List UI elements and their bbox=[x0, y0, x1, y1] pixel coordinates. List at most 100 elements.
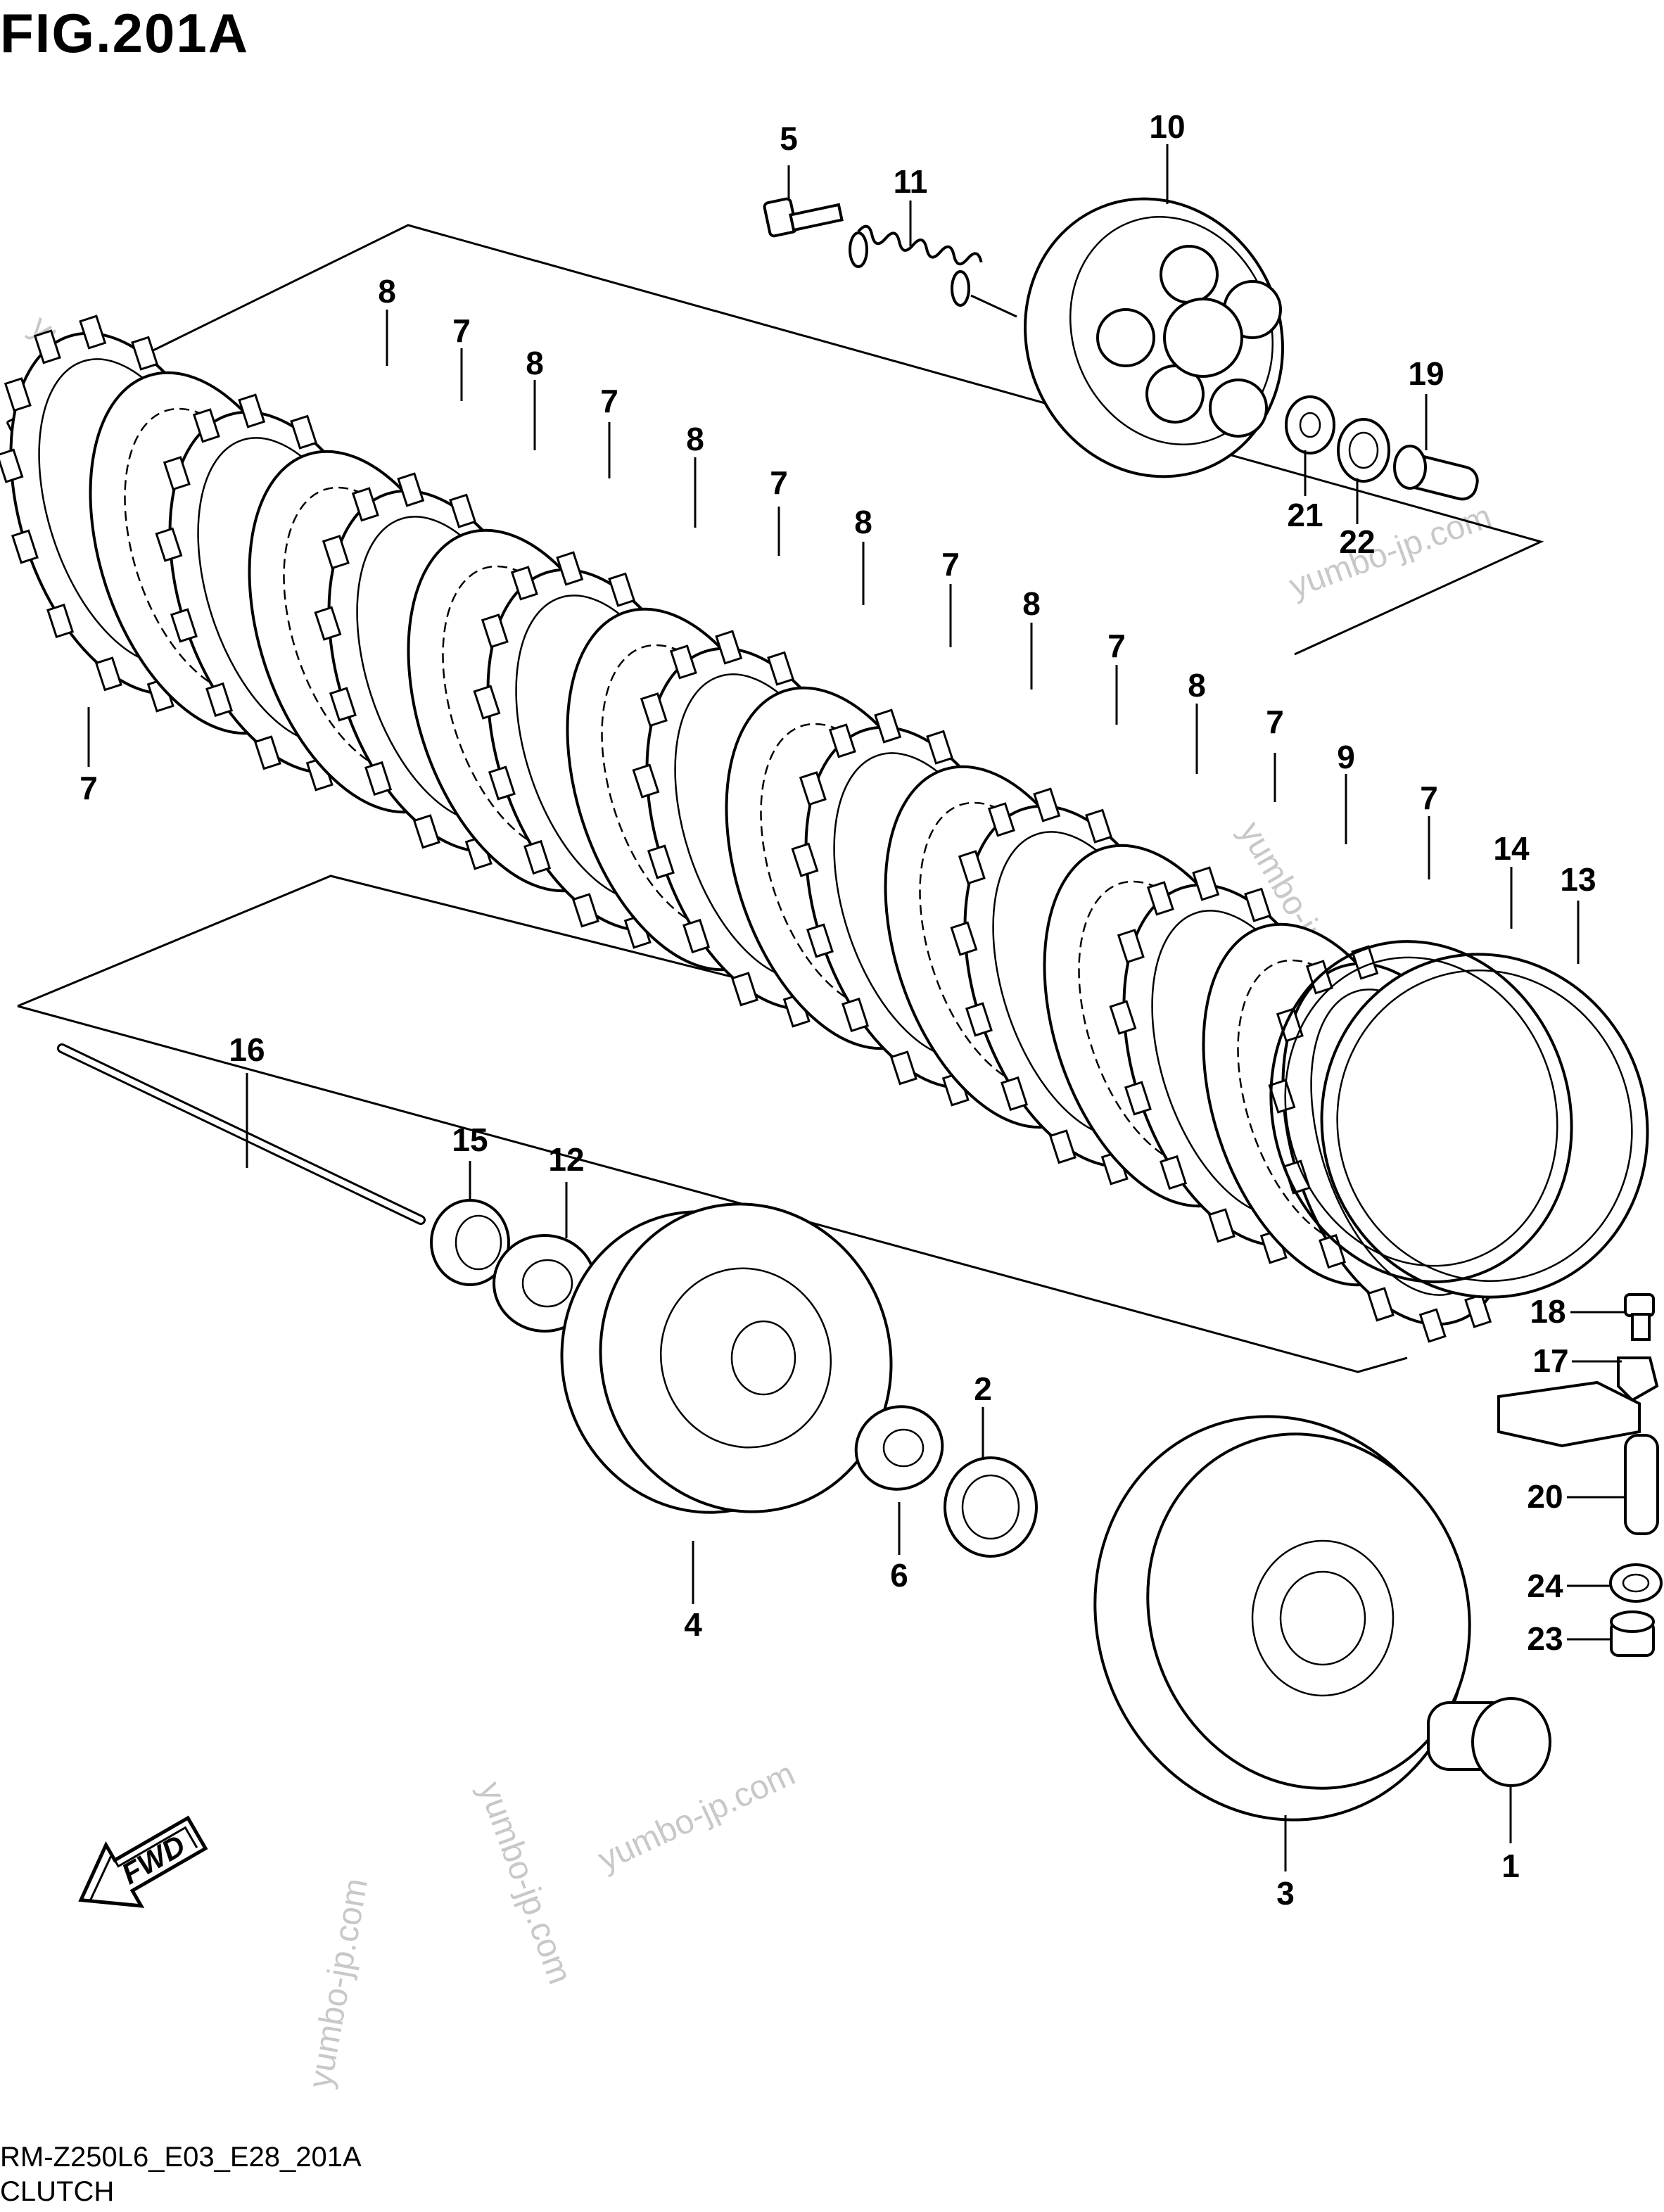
part-14-wave-spring bbox=[1269, 940, 1573, 1283]
callout-14: 14 bbox=[1493, 830, 1530, 867]
callout-1: 1 bbox=[1501, 1848, 1520, 1884]
callout-7: 7 bbox=[770, 464, 788, 501]
callout-24: 24 bbox=[1527, 1568, 1563, 1604]
callout-17: 17 bbox=[1532, 1342, 1568, 1379]
callout-5: 5 bbox=[780, 120, 798, 157]
part-19-pushrod-piece bbox=[1393, 445, 1479, 501]
plate-tab bbox=[958, 850, 986, 885]
part-2-needle-bearing bbox=[944, 1456, 1038, 1558]
plate-tab bbox=[523, 839, 552, 875]
plate-tab bbox=[290, 414, 318, 450]
plate-tab bbox=[11, 529, 39, 564]
plate-tab bbox=[205, 682, 234, 718]
plate-tab bbox=[322, 535, 350, 570]
callout-10: 10 bbox=[1149, 108, 1185, 145]
plate-tab bbox=[1109, 1000, 1137, 1035]
part-5-bolt bbox=[763, 197, 844, 238]
callout-7: 7 bbox=[1266, 704, 1284, 740]
plate-tab bbox=[397, 472, 425, 507]
part-18-bolt bbox=[1624, 1293, 1655, 1341]
plate-tab bbox=[682, 918, 711, 954]
callout-19: 19 bbox=[1408, 355, 1444, 392]
plate-tab bbox=[1207, 1208, 1236, 1243]
callout-8: 8 bbox=[1188, 667, 1206, 704]
plate-tab bbox=[669, 644, 697, 680]
plate-tab bbox=[715, 630, 743, 665]
plate-tab bbox=[33, 329, 61, 364]
plate-tab bbox=[0, 448, 24, 483]
plate-tab bbox=[329, 687, 357, 722]
callout-2: 2 bbox=[974, 1371, 992, 1407]
callout-20: 20 bbox=[1527, 1478, 1563, 1515]
part-10-pressure-plate bbox=[1024, 197, 1284, 478]
plate-tab bbox=[314, 606, 342, 641]
plate-tab bbox=[94, 656, 122, 692]
plate-tab bbox=[1124, 1081, 1152, 1116]
callout-9: 9 bbox=[1337, 739, 1355, 775]
part-16-pushrod bbox=[57, 1043, 426, 1225]
plate-tab bbox=[874, 708, 902, 744]
plate-tab bbox=[1192, 866, 1220, 901]
plate-tab bbox=[170, 608, 198, 643]
plate-tab bbox=[412, 814, 440, 849]
watermark-text: yumbo-jp.com bbox=[471, 1777, 579, 1989]
plate-tab bbox=[1001, 1076, 1029, 1112]
part-13-spring-seat bbox=[1320, 953, 1649, 1299]
plate-tab bbox=[1033, 787, 1061, 822]
plate-tab bbox=[950, 921, 978, 956]
plate-tab bbox=[163, 456, 191, 491]
plate-tab bbox=[1048, 1129, 1076, 1164]
plate-tab bbox=[987, 802, 1015, 837]
plate-tab bbox=[155, 527, 183, 562]
callout-7: 7 bbox=[941, 546, 960, 583]
callout-15: 15 bbox=[452, 1121, 488, 1158]
plate-tab bbox=[79, 314, 107, 350]
plate-tab bbox=[1160, 1155, 1188, 1190]
plate-tab bbox=[449, 493, 477, 528]
callout-7: 7 bbox=[80, 770, 98, 806]
callout-7: 7 bbox=[1420, 780, 1438, 816]
plate-tab bbox=[473, 685, 501, 720]
plate-tab bbox=[556, 551, 584, 586]
part-11-clutch-spring bbox=[849, 224, 983, 307]
part-1-spacer bbox=[1427, 1697, 1551, 1787]
callout-23: 23 bbox=[1527, 1620, 1563, 1657]
plate-tab bbox=[488, 765, 516, 801]
plate-tab bbox=[632, 763, 660, 799]
callout-6: 6 bbox=[890, 1557, 908, 1594]
part-3-clutch-housing bbox=[1093, 1415, 1471, 1822]
callout-13: 13 bbox=[1560, 861, 1596, 898]
part-15-bearing bbox=[430, 1199, 510, 1286]
plate-tab bbox=[1085, 808, 1113, 844]
plate-tab bbox=[131, 336, 159, 371]
callout-8: 8 bbox=[378, 273, 396, 310]
callout-11: 11 bbox=[894, 163, 928, 200]
plate-tab bbox=[640, 692, 668, 727]
plate-tab bbox=[351, 487, 379, 522]
callout-labels: 5 10 11 19 21 22 8 7 8 7 8 7 8 7 8 7 8 7… bbox=[80, 108, 1596, 1912]
plate-tab bbox=[1418, 1308, 1447, 1343]
plate-tab bbox=[1366, 1287, 1395, 1322]
callout-4: 4 bbox=[684, 1606, 702, 1643]
plate-tab bbox=[1146, 881, 1174, 916]
leader-lines bbox=[87, 144, 1625, 1871]
plate-tab bbox=[767, 651, 795, 686]
plate-tab bbox=[791, 842, 819, 877]
plate-tab bbox=[46, 603, 75, 639]
callout-7: 7 bbox=[600, 383, 618, 419]
plate-tab bbox=[1244, 887, 1272, 922]
plate-tab bbox=[799, 771, 827, 806]
callout-16: 16 bbox=[229, 1031, 265, 1068]
plate-tab bbox=[841, 997, 870, 1033]
figure-code: RM-Z250L6_E03_E28_201A bbox=[0, 2142, 362, 2173]
watermark-text: yumbo-jp.com bbox=[592, 1755, 801, 1879]
plate-tab bbox=[828, 723, 856, 758]
part-22-thrust-bearing bbox=[1337, 418, 1390, 483]
watermark-text: yumbo-jp.com bbox=[302, 1876, 376, 2091]
part-20-release-arm bbox=[1497, 1380, 1659, 1535]
plate-tab bbox=[481, 614, 509, 649]
part-23-needle-bearing bbox=[1610, 1610, 1655, 1657]
clutch-plate-stack bbox=[0, 314, 1530, 1343]
plate-tab bbox=[4, 377, 32, 412]
